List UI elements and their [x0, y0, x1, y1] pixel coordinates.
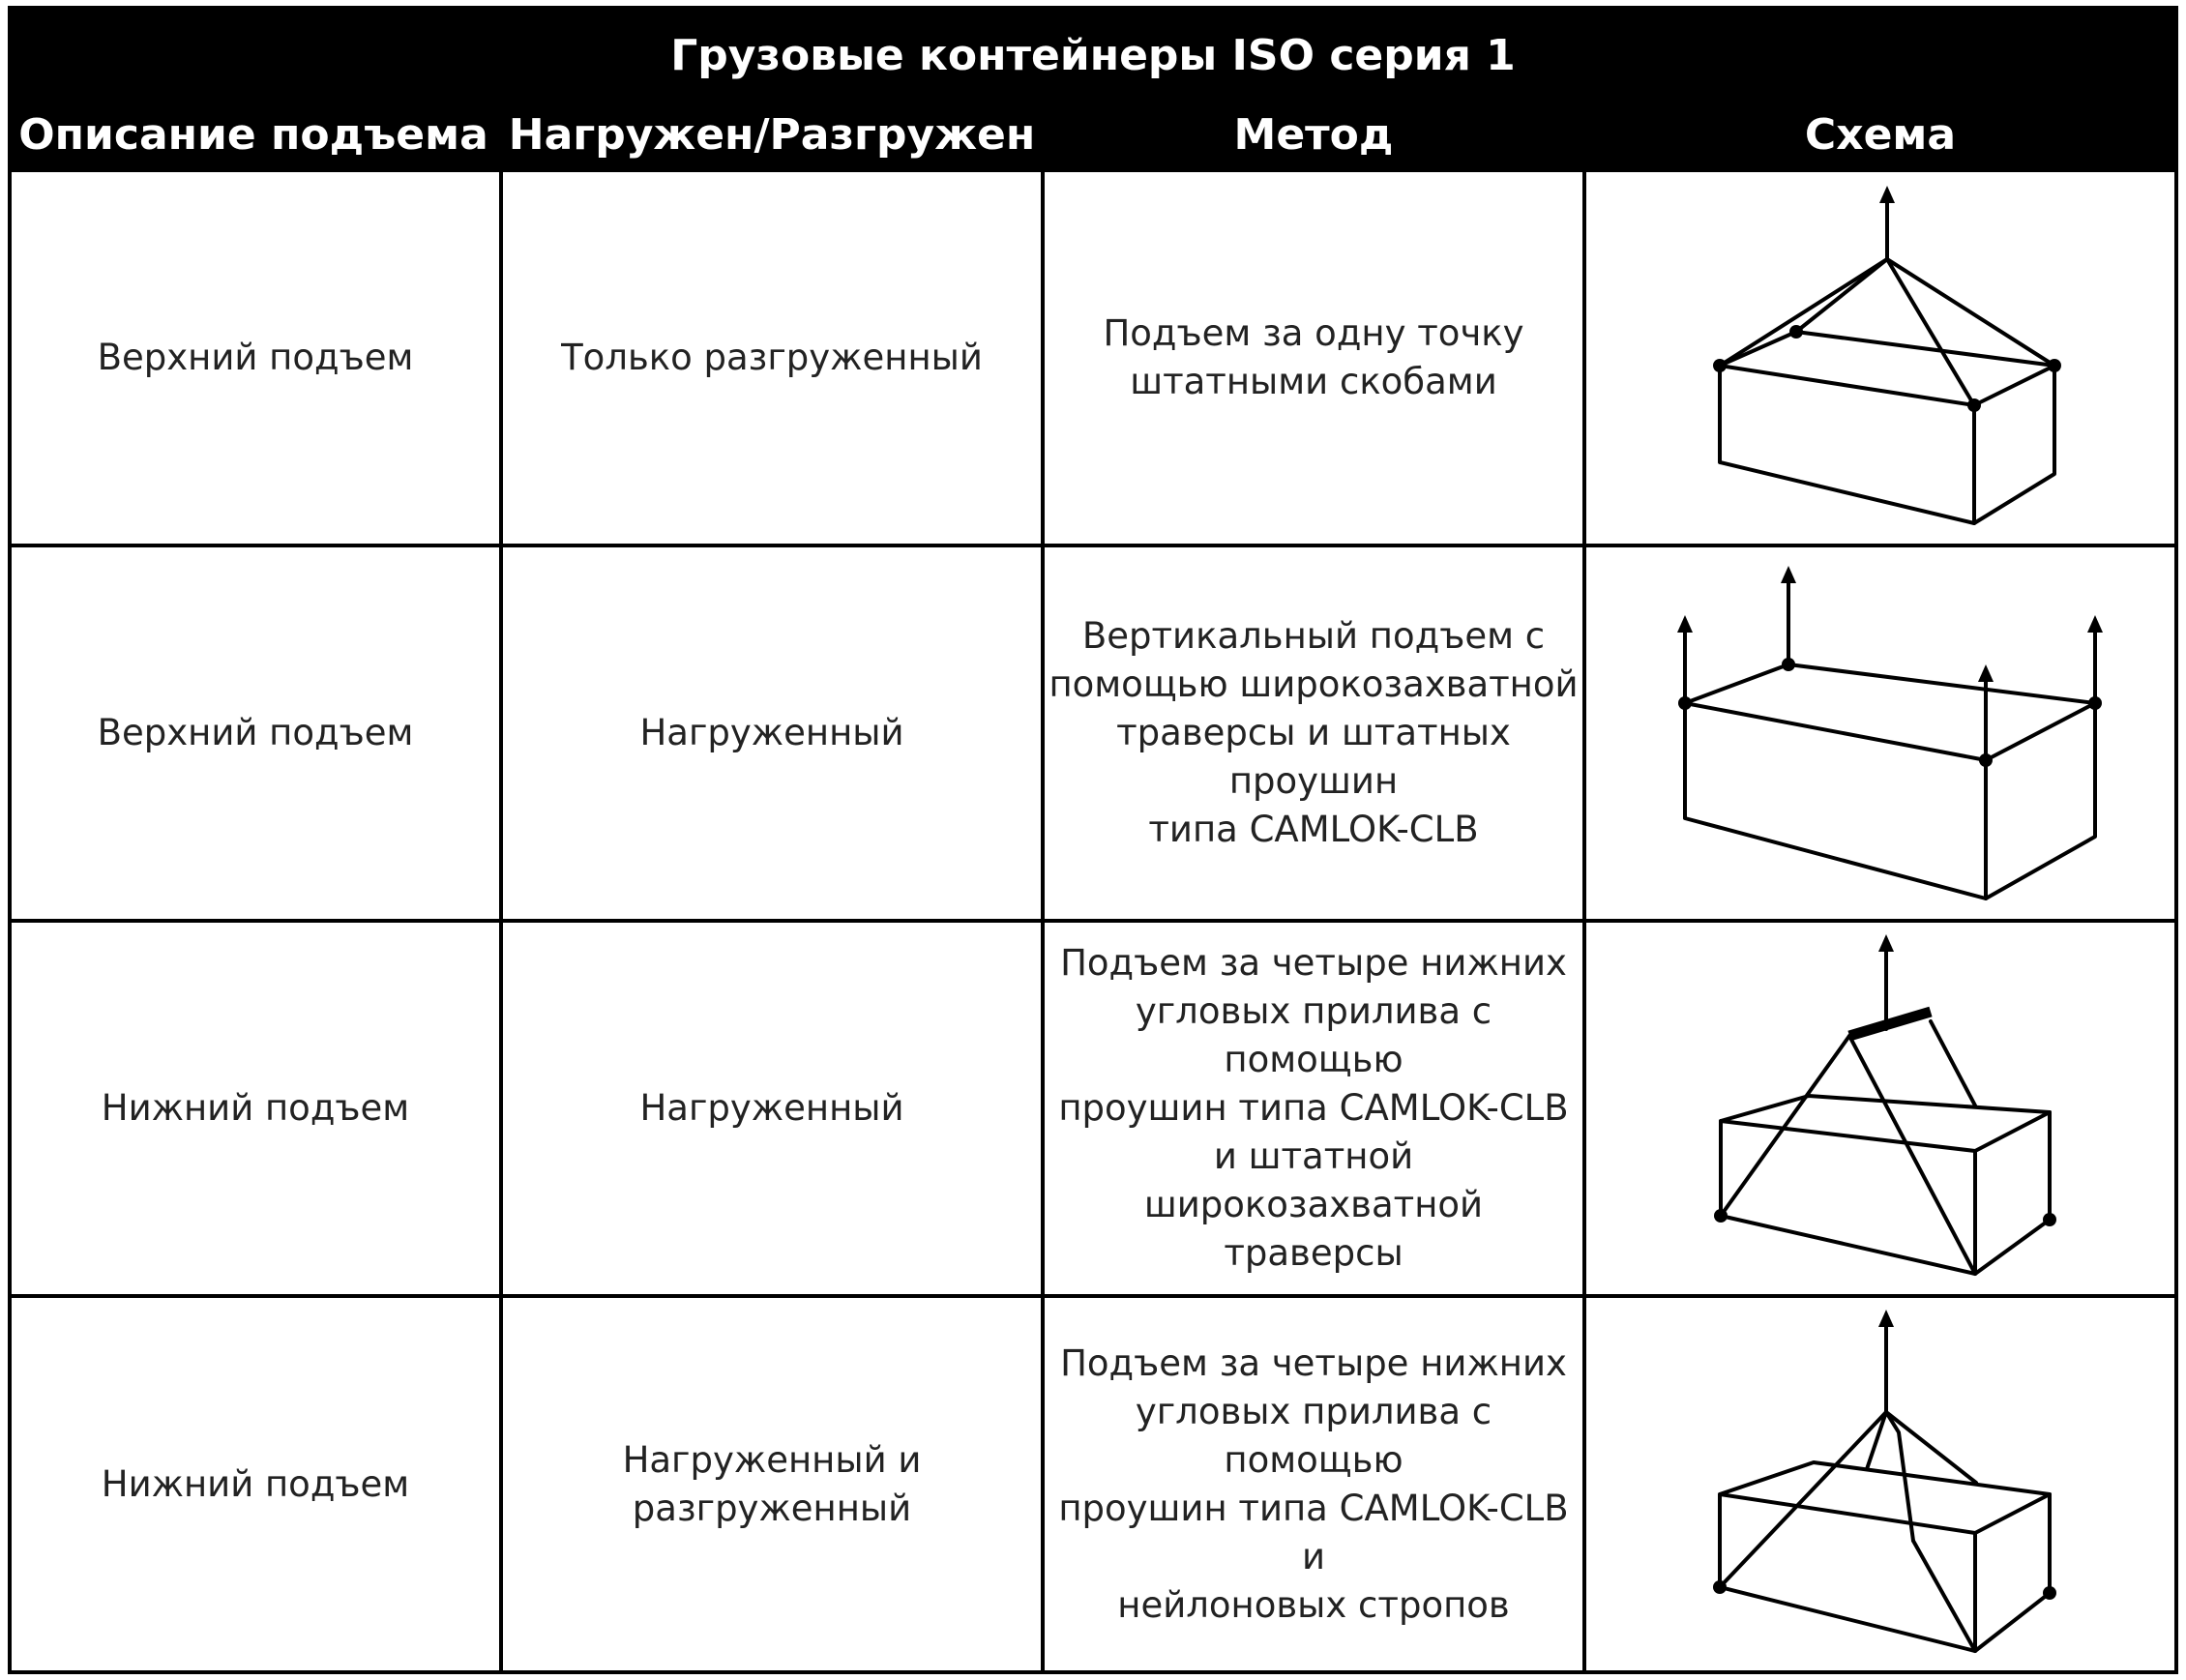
table-border-left — [8, 172, 12, 1674]
column-header-loaded-state: Нагружен/Разгружен — [508, 110, 1036, 160]
bottom-lift-sling-icon — [1586, 1298, 2174, 1670]
table-border-bottom — [8, 1670, 2178, 1674]
table-row-1-loaded-state: Только разгруженный — [503, 172, 1041, 544]
method-line: траверсы и штатных проушин — [1116, 712, 1511, 802]
method-line: траверсы — [1224, 1232, 1403, 1274]
table-row-2-loaded-state: Нагруженный — [503, 547, 1041, 919]
column-header-method: Метод — [1233, 110, 1394, 160]
method-line: помощью широкозахватной — [1049, 663, 1579, 705]
description-text: Верхний подъем — [97, 337, 414, 378]
method-line: штатными скобами — [1130, 361, 1497, 402]
row-divider — [8, 544, 2178, 547]
method-line: угловых прилива с помощью — [1135, 1390, 1492, 1481]
loaded-state-line: Нагруженный — [639, 712, 904, 753]
column-header-diagram: Схема — [1804, 110, 1957, 160]
row-divider — [8, 919, 2178, 923]
column-header-description: Описание подъема — [18, 110, 488, 160]
table-row-4-method: Подъем за четыре нижних угловых прилива … — [1045, 1298, 1582, 1670]
vertical-spreader-top-lift-icon — [1586, 547, 2174, 919]
method-line: Подъем за четыре нижних — [1060, 1341, 1567, 1384]
method-line: и штатной широкозахватной — [1143, 1135, 1484, 1225]
column-divider — [499, 172, 503, 1674]
table-row-2-method: Вертикальный подъем с помощью широкозахв… — [1045, 547, 1582, 919]
table-row-4-loaded-state: Нагруженный и разгруженный — [503, 1298, 1041, 1670]
loaded-state-line: разгруженный — [632, 1487, 912, 1529]
method-line: Подъем за четыре нижних — [1060, 942, 1567, 984]
table-row-2-description: Верхний подъем — [12, 547, 499, 919]
single-point-top-lift-icon — [1586, 172, 2174, 544]
table-border-right — [2174, 172, 2178, 1674]
table-row-4-description: Нижний подъем — [12, 1298, 499, 1670]
method-line: типа CAMLOK-CLB — [1148, 809, 1479, 850]
method-line: нейлоновых стропов — [1117, 1583, 1510, 1626]
bottom-lift-spreader-icon — [1586, 923, 2174, 1294]
table-title: Грузовые контейнеры ISO серия 1 — [670, 31, 1516, 80]
table-row-3-method: Подъем за четыре нижних угловых прилива … — [1045, 923, 1582, 1294]
method-line: проушин типа CAMLOK-CLB — [1058, 1087, 1569, 1129]
table-row-3-description: Нижний подъем — [12, 923, 499, 1294]
column-divider — [1041, 172, 1045, 1674]
method-line: Вертикальный подъем с — [1081, 615, 1546, 657]
loaded-state-line: Нагруженный и — [622, 1438, 922, 1481]
row-divider — [8, 1294, 2178, 1298]
lifting-methods-table: Грузовые контейнеры ISO серия 1 Описание… — [8, 6, 2178, 1674]
loaded-state-line: Нагруженный — [639, 1087, 904, 1129]
table-row-1-description: Верхний подъем — [12, 172, 499, 544]
column-divider — [1582, 172, 1586, 1674]
description-text: Верхний подъем — [97, 712, 414, 753]
method-line: проушин типа CAMLOK-CLB и — [1058, 1487, 1569, 1577]
table-header: Грузовые контейнеры ISO серия 1 Описание… — [8, 6, 2178, 172]
method-line: угловых прилива с помощью — [1135, 990, 1492, 1080]
loaded-state-line: Только разгруженный — [561, 337, 983, 378]
description-text: Нижний подъем — [101, 1462, 410, 1505]
table-row-3-loaded-state: Нагруженный — [503, 923, 1041, 1294]
table-row-1-method: Подъем за одну точку штатными скобами — [1045, 172, 1582, 544]
method-line: Подъем за одну точку — [1103, 312, 1524, 354]
description-text: Нижний подъем — [101, 1087, 410, 1129]
